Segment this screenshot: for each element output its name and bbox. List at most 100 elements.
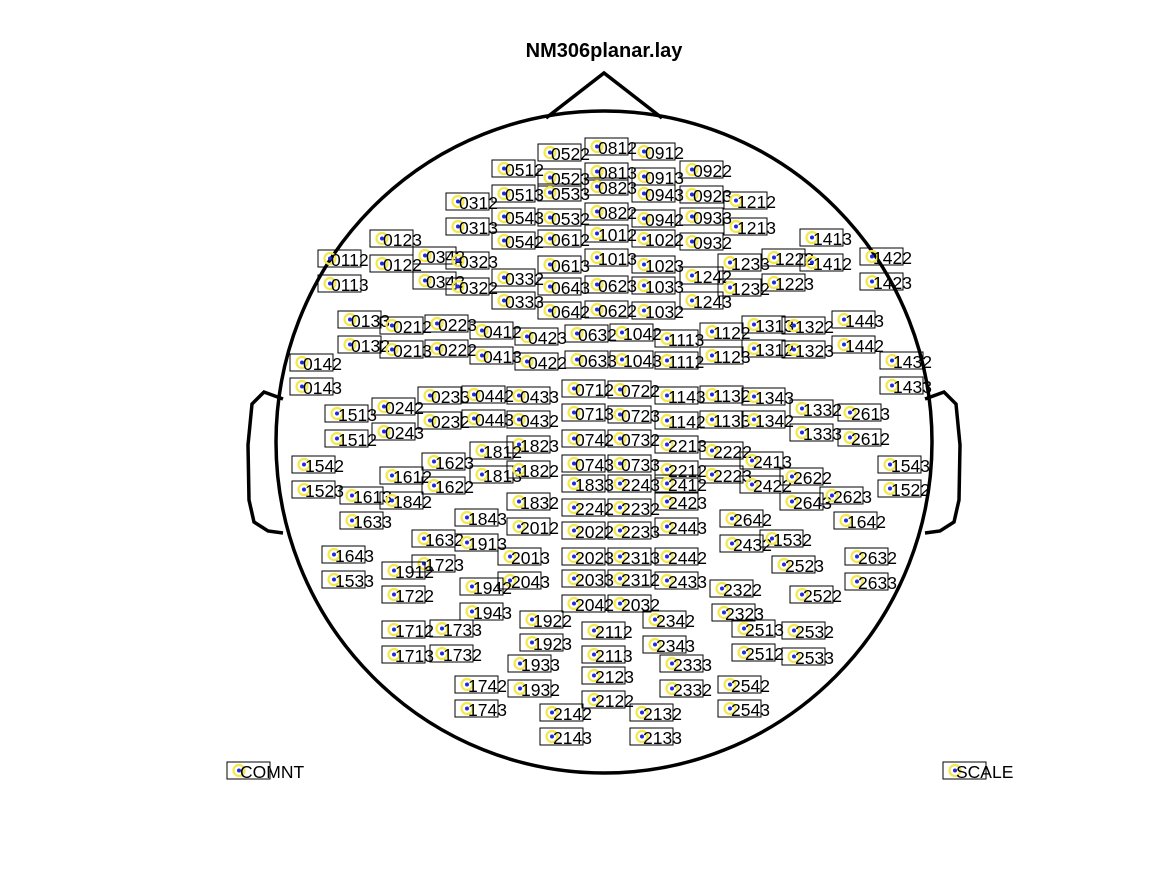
sensor-ring bbox=[435, 646, 449, 661]
sensor-dot bbox=[550, 710, 554, 715]
channel-1042: 1042 bbox=[609, 323, 662, 344]
sensor-ring bbox=[232, 763, 246, 778]
sensor-ring bbox=[520, 329, 534, 344]
sensor-dot bbox=[618, 528, 622, 533]
channel-2412: 2412 bbox=[654, 474, 707, 495]
channel-1633: 1633 bbox=[339, 511, 392, 532]
sensor-dot bbox=[665, 393, 669, 398]
channel-box bbox=[491, 268, 536, 287]
sensor-ring bbox=[343, 312, 357, 327]
channel-label: 0542 bbox=[505, 232, 544, 252]
sensor-dot bbox=[618, 412, 622, 417]
channel-box bbox=[421, 476, 466, 495]
channel-label: 1313 bbox=[755, 316, 794, 336]
channel-box bbox=[561, 569, 606, 588]
sensor-ring bbox=[497, 209, 511, 224]
channel-1232: 1232 bbox=[717, 278, 770, 299]
channel-box bbox=[454, 508, 499, 527]
sensor-dot bbox=[335, 411, 339, 416]
channel-0643: 0643 bbox=[537, 277, 590, 298]
sensor-dot bbox=[572, 505, 576, 510]
channel-box bbox=[379, 316, 424, 335]
channel-1732: 1732 bbox=[429, 644, 482, 665]
channel-box bbox=[445, 217, 490, 236]
sensor-ring bbox=[615, 325, 629, 340]
sensor-dot bbox=[870, 279, 874, 284]
sensor-ring bbox=[460, 535, 474, 550]
channel-box bbox=[445, 251, 490, 270]
sensor-dot bbox=[792, 323, 796, 328]
channel-box bbox=[537, 183, 582, 202]
channel-label: 1733 bbox=[443, 620, 482, 640]
sensor-ring bbox=[729, 219, 743, 234]
channel-2623: 2623 bbox=[819, 486, 872, 507]
channel-box bbox=[781, 647, 826, 666]
sensor-ring bbox=[737, 621, 751, 636]
channel-1332: 1332 bbox=[789, 399, 842, 420]
channel-label: 2232 bbox=[621, 499, 660, 519]
sensor-ring bbox=[725, 536, 739, 551]
sensor-dot bbox=[642, 149, 646, 154]
sensor-ring bbox=[787, 342, 801, 357]
channel-0713: 0713 bbox=[561, 403, 614, 424]
sensor-ring bbox=[729, 193, 743, 208]
sensor-dot bbox=[423, 278, 427, 283]
sensor-ring bbox=[745, 477, 759, 492]
channel-label: 1043 bbox=[623, 351, 662, 371]
channel-label: 2412 bbox=[668, 475, 707, 495]
channel-1422: 1422 bbox=[859, 247, 912, 268]
sensor-dot bbox=[842, 317, 846, 322]
sensor-ring bbox=[590, 250, 604, 265]
sensor-dot bbox=[728, 260, 732, 265]
channel-0322: 0322 bbox=[445, 277, 498, 298]
channel-label: 2212 bbox=[668, 461, 707, 481]
channel-label: 0413 bbox=[483, 347, 522, 367]
sensor-dot bbox=[502, 238, 506, 243]
channel-label: 0143 bbox=[303, 378, 342, 398]
sensor-ring bbox=[520, 354, 534, 369]
sensor-dot bbox=[890, 383, 894, 388]
channel-label: 0433 bbox=[520, 387, 559, 407]
channel-1342: 1342 bbox=[741, 410, 794, 431]
sensor-dot bbox=[300, 384, 304, 389]
channel-box bbox=[699, 346, 744, 365]
sensor-dot bbox=[595, 231, 599, 236]
channel-label: 1342 bbox=[755, 411, 794, 431]
sensor-ring bbox=[497, 233, 511, 248]
channel-2413: 2413 bbox=[739, 451, 792, 472]
sensor-ring bbox=[685, 187, 699, 202]
channel-label: 2142 bbox=[553, 704, 592, 724]
sensor-ring bbox=[660, 573, 674, 588]
channel-1723: 1723 bbox=[411, 554, 464, 575]
sensor-ring bbox=[705, 412, 719, 427]
channel-label: 1522 bbox=[891, 480, 930, 500]
head-circle bbox=[274, 109, 934, 775]
channel-label: 2433 bbox=[668, 572, 707, 592]
sensor-ring bbox=[685, 234, 699, 249]
sensor-dot bbox=[572, 436, 576, 441]
sensor-ring bbox=[512, 519, 526, 534]
sensor-dot bbox=[618, 481, 622, 486]
sensor-ring bbox=[512, 462, 526, 477]
channel-label: 0222 bbox=[438, 340, 477, 360]
channel-box bbox=[506, 410, 551, 429]
channel-box bbox=[291, 480, 336, 499]
channel-1242: 1242 bbox=[679, 266, 732, 287]
sensor-dot bbox=[572, 410, 576, 415]
sensor-dot bbox=[742, 626, 746, 631]
channel-label: 1142 bbox=[668, 412, 706, 432]
sensor-ring bbox=[427, 454, 441, 469]
sensor-ring bbox=[467, 411, 481, 426]
sensor-ring bbox=[685, 209, 699, 224]
sensor-ring bbox=[465, 579, 479, 594]
channel-label: 1732 bbox=[443, 645, 482, 665]
channel-label: 0712 bbox=[575, 380, 614, 400]
channel-box bbox=[337, 335, 382, 354]
channel-box bbox=[609, 350, 654, 369]
channel-box bbox=[317, 249, 362, 268]
channel-label: 0113 bbox=[331, 275, 369, 295]
sensor-ring bbox=[613, 596, 627, 611]
sensor-dot bbox=[642, 191, 646, 196]
sensor-ring bbox=[590, 139, 604, 154]
channel-box bbox=[659, 679, 704, 698]
